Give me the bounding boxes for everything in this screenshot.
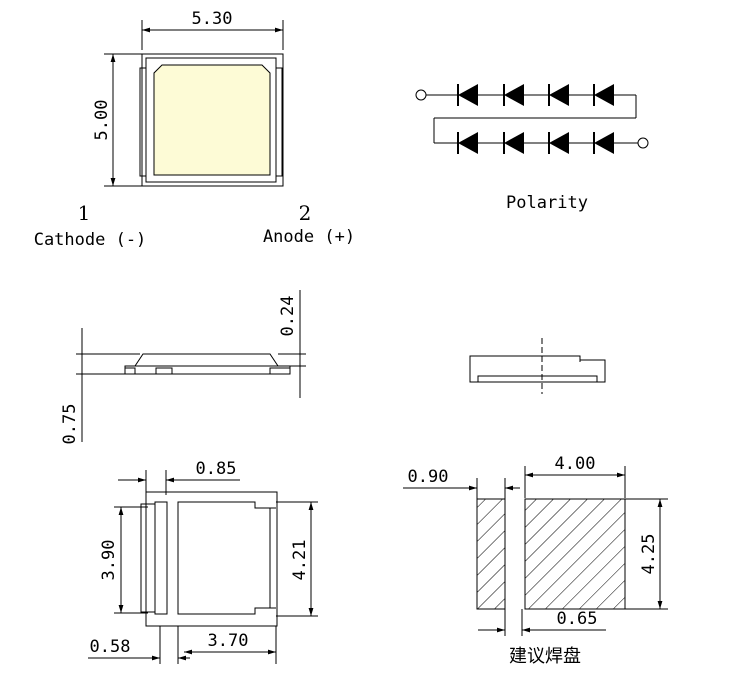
- diode-icon: [548, 84, 569, 106]
- pin-labels: 1 Cathode (-) 2 Anode (+): [34, 201, 355, 250]
- diode-icon: [503, 132, 524, 154]
- pin1-number: 1: [78, 201, 91, 225]
- large-solder-pad: [524, 498, 626, 610]
- side-thickness-label: 0.24: [278, 296, 298, 337]
- top-height-label: 5.00: [92, 100, 112, 141]
- side-view-right: [469, 338, 606, 394]
- bottom-view: 0.85 3.90 4.21 0.58 3.70: [88, 459, 318, 664]
- diode-icon: [593, 132, 614, 154]
- pin2-number: 2: [299, 201, 312, 225]
- top-width-label: 5.30: [192, 9, 233, 29]
- side-height-label: 0.75: [60, 404, 80, 445]
- edge-label: 0.58: [90, 637, 131, 657]
- polarity-diagram: Polarity: [415, 84, 649, 213]
- small-solder-pad: [476, 498, 506, 610]
- pad-width-label: 3.70: [208, 631, 249, 651]
- terminal-circle-right: [637, 137, 649, 149]
- pad-height-label-right: 4.25: [639, 534, 659, 575]
- emitter-area: [153, 64, 271, 176]
- pin1-label: Cathode (-): [34, 230, 147, 250]
- small-pad-label: 0.90: [408, 467, 449, 487]
- pad-height-label: 3.90: [99, 540, 119, 581]
- diode-icon: [503, 84, 524, 106]
- large-pad-width-label: 4.00: [555, 454, 596, 474]
- diode-icon: [457, 132, 478, 154]
- diode-icon: [457, 84, 478, 106]
- polarity-label: Polarity: [506, 193, 588, 213]
- side-view: 0.24 0.75: [60, 290, 306, 444]
- diode-icon: [593, 84, 614, 106]
- diode-icon: [548, 132, 569, 154]
- terminal-circle-left: [415, 89, 427, 101]
- solder-pad-caption: 建议焊盘: [509, 646, 581, 667]
- pin2-label: Anode (+): [263, 227, 355, 247]
- body-height-label: 4.21: [290, 540, 310, 581]
- pad-gap-label: 0.85: [196, 459, 237, 479]
- gap-label: 0.65: [557, 609, 598, 629]
- top-view: 5.30 5.00: [92, 9, 284, 187]
- solder-pad-layout: 0.90 4.00 4.25 0.65 建议焊盘: [403, 454, 668, 667]
